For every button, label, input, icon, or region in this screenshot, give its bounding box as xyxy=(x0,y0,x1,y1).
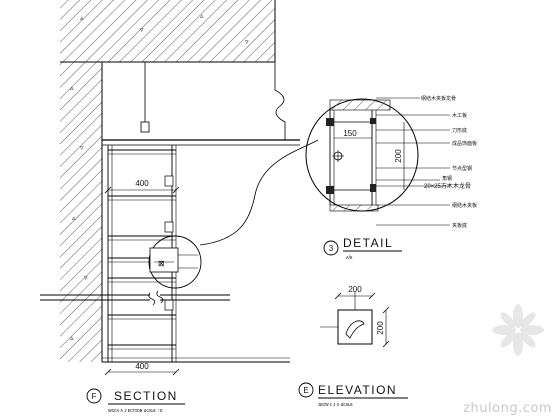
elevation-marker-circle xyxy=(298,382,314,398)
section-detail-bubble: ⊠ xyxy=(148,235,202,289)
dim-section-bottom xyxy=(104,368,180,376)
section-frame xyxy=(107,145,177,362)
detail-title: DETAIL xyxy=(343,236,393,250)
detail-callout-7: 20×25方木木龙骨 xyxy=(424,182,471,190)
section-scale: ᴡᴄᴄᴀ ᴀ ᴊ ᴇᴄᴛɪᴏɴ ꜱᴄᴀʟᴇ ↑ᴏ xyxy=(108,408,163,414)
svg-text:▵: ▵ xyxy=(70,335,74,342)
wall-left: ▵ ▿ ▵ ▿ ▵ xyxy=(60,62,103,362)
watermark-logo xyxy=(492,304,544,356)
svg-text:▿: ▿ xyxy=(245,39,249,46)
detail-circle xyxy=(305,98,419,212)
elevation-marker: E xyxy=(303,386,308,395)
break-line xyxy=(274,62,286,140)
section-title: SECTION xyxy=(114,389,178,403)
elevation-title: ELEVATION xyxy=(318,383,397,397)
section-marker: F xyxy=(92,392,97,401)
detail-scale: ᴀ/ᴋ xyxy=(346,255,353,261)
dim-section-bottom-label: 400 xyxy=(135,362,149,371)
elevation-dim-w: 200 xyxy=(348,285,362,294)
dim-section-top-label: 400 xyxy=(135,179,149,188)
detail-callout-8: 纲结木夹板 xyxy=(452,202,477,209)
detail-callout-5: 节点型钢 xyxy=(452,165,472,172)
watermark-text: zhulong.com xyxy=(463,401,552,416)
detail-leader xyxy=(199,139,319,246)
section-marker-circle xyxy=(86,388,102,404)
detail-callout-3: 刀形底 xyxy=(452,127,467,134)
svg-text:▿: ▿ xyxy=(80,145,84,152)
elevation-scale: ᴊᴇᴄᴡ ɪ ᴊ ᴀ ꜱᴄᴀʟᴇ xyxy=(318,402,353,408)
svg-text:▵: ▵ xyxy=(200,13,204,20)
elevation-element xyxy=(320,292,390,348)
ceiling-board xyxy=(101,139,300,146)
ceiling-slab: ▵ ▿ ▵ ▿ xyxy=(60,0,276,63)
svg-text:▿: ▿ xyxy=(84,275,88,282)
dim-section-top xyxy=(104,186,180,194)
detail-marker-circle xyxy=(323,240,339,256)
svg-text:⊠: ⊠ xyxy=(158,259,165,268)
detail-dim-200: 200 xyxy=(394,149,403,163)
svg-text:▵: ▵ xyxy=(70,85,74,92)
detail-callout-4: 成品饰面板 xyxy=(452,140,477,147)
detail-dim-150: 150 xyxy=(343,129,357,138)
detail-callout-1: 纲结木夹板龙骨 xyxy=(421,95,456,102)
detail-marker: 3 xyxy=(329,244,334,253)
detail-callout-9: 夹板底 xyxy=(452,222,467,229)
detail-callouts xyxy=(376,97,450,226)
svg-text:▿: ▿ xyxy=(140,27,144,34)
detail-callout-6: 角钢 xyxy=(442,175,452,182)
svg-text:▵: ▵ xyxy=(80,15,84,22)
mid-band xyxy=(40,290,230,306)
detail-callout-2: 木工板 xyxy=(452,112,467,119)
elevation-dim-h: 200 xyxy=(376,321,385,335)
svg-text:▵: ▵ xyxy=(72,215,76,222)
